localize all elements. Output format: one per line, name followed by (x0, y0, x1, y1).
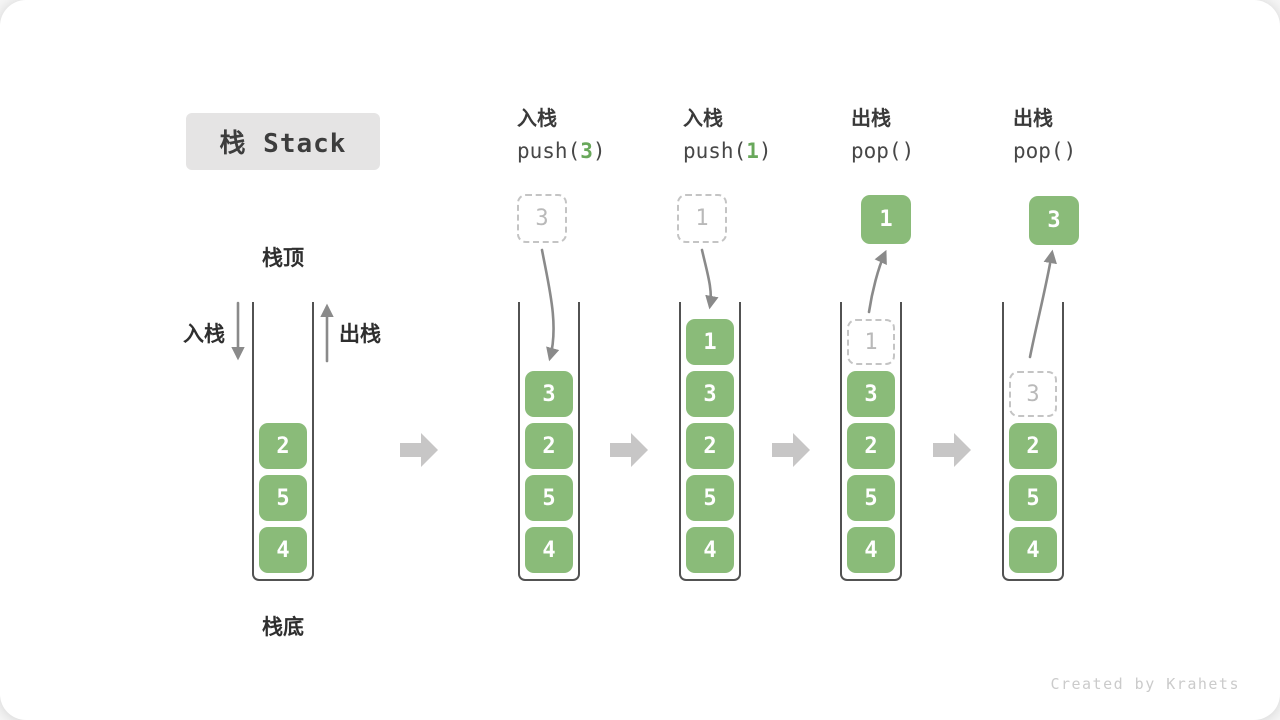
op-code: push(1) (683, 138, 772, 165)
stack-cell: 4 (1009, 527, 1057, 573)
push-1-arrow (700, 248, 719, 310)
stack-well-after-push-3: 3 2 5 4 (518, 302, 580, 581)
stack-cell: 2 (1009, 423, 1057, 469)
stack-cell: 5 (259, 475, 307, 521)
op-label: 出栈 (1013, 108, 1053, 130)
stack-cell: 2 (686, 423, 734, 469)
code-arg: 1 (746, 139, 759, 163)
push-side-label: 入栈 (183, 323, 225, 346)
code-pre: push( (683, 139, 747, 163)
code-post: ) (901, 139, 915, 163)
stack-cell: 5 (525, 475, 573, 521)
stack-cell: 2 (525, 423, 573, 469)
stack-cell: 3 (847, 371, 895, 417)
stack-cell: 4 (259, 527, 307, 573)
stack-well-after-pop-3: 3 2 5 4 (1002, 302, 1064, 581)
op-code: pop() (1013, 138, 1076, 165)
op-label: 入栈 (683, 108, 723, 130)
column-header-push-1: 入栈 push(1) (683, 106, 772, 165)
code-pre: push( (517, 139, 581, 163)
stack-well-initial: 2 5 4 (252, 302, 314, 581)
removed-ghost-cell: 3 (1009, 371, 1057, 417)
stack-cell: 3 (686, 371, 734, 417)
stack-cell: 2 (847, 423, 895, 469)
code-post: ) (758, 139, 772, 163)
removed-ghost-cell: 1 (847, 319, 895, 365)
op-label: 入栈 (517, 108, 557, 130)
stack-cell: 4 (847, 527, 895, 573)
block-arrow-icon (772, 433, 810, 467)
block-arrow-icon (400, 433, 438, 467)
popped-cell: 1 (861, 195, 911, 244)
popped-cell: 3 (1029, 196, 1079, 245)
stack-cell: 3 (525, 371, 573, 417)
stack-top-label: 栈顶 (262, 247, 304, 270)
block-arrow-icon (933, 433, 971, 467)
pop-side-label: 出栈 (339, 323, 381, 346)
op-label: 出栈 (851, 108, 891, 130)
code-post: ) (592, 139, 606, 163)
code-post: ) (1063, 139, 1077, 163)
stack-cell: 4 (686, 527, 734, 573)
op-code: pop() (851, 138, 914, 165)
stack-cell: 1 (686, 319, 734, 365)
code-arg: 3 (580, 139, 593, 163)
column-header-pop-1: 出栈 pop() (851, 106, 914, 165)
stack-cell: 5 (1009, 475, 1057, 521)
watermark: Created by Krahets (1050, 675, 1240, 693)
stack-cell: 2 (259, 423, 307, 469)
op-code: push(3) (517, 138, 606, 165)
stack-cell: 4 (525, 527, 573, 573)
incoming-ghost-cell: 3 (517, 194, 567, 243)
incoming-ghost-cell: 1 (677, 194, 727, 243)
code-pre: pop( (1013, 139, 1064, 163)
code-pre: pop( (851, 139, 902, 163)
block-arrow-icon (610, 433, 648, 467)
stack-well-after-push-1: 1 3 2 5 4 (679, 302, 741, 581)
stack-well-after-pop-1: 1 3 2 5 4 (840, 302, 902, 581)
column-header-pop-3: 出栈 pop() (1013, 106, 1076, 165)
stack-bottom-label: 栈底 (262, 616, 304, 639)
title-badge: 栈 Stack (186, 113, 380, 170)
stack-cell: 5 (847, 475, 895, 521)
column-header-push-3: 入栈 push(3) (517, 106, 606, 165)
stack-cell: 5 (686, 475, 734, 521)
